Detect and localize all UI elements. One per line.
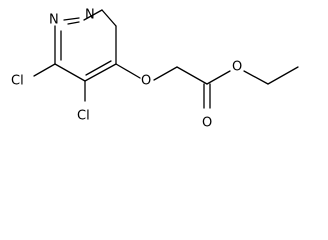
bond-c3-c4 [54, 63, 86, 82]
bond-c6-c6h [101, 9, 117, 27]
bond-n1-n2-inner [67, 21, 80, 25]
bond-ch2-co [176, 66, 208, 85]
bond-o-ch2 [153, 66, 178, 81]
bond-n1-n2 [63, 17, 80, 21]
bond-c3-cl [33, 63, 56, 77]
atom-n2: N [49, 13, 59, 28]
atom-o-carbonyl: O [202, 116, 212, 131]
bond-co-oester [206, 70, 231, 85]
molecule-structure: N N O O O Cl Cl [11, 8, 299, 131]
structure-canvas: N N O O O Cl Cl [11, 8, 299, 131]
bond-ch2-ch3 [267, 66, 299, 85]
bond-c4-c5 [84, 63, 117, 82]
bond-oester-ch2 [243, 70, 269, 85]
bond-c5-o [115, 63, 141, 79]
atom-cl-top: Cl [11, 74, 24, 89]
bond-c6-n1 [83, 9, 103, 21]
bond-c4-c5-inner [85, 60, 112, 76]
atom-o-ester: O [232, 60, 242, 75]
atom-o-ether: O [141, 74, 151, 89]
atom-n1: N [85, 8, 95, 23]
atom-cl-bottom: Cl [77, 109, 90, 124]
